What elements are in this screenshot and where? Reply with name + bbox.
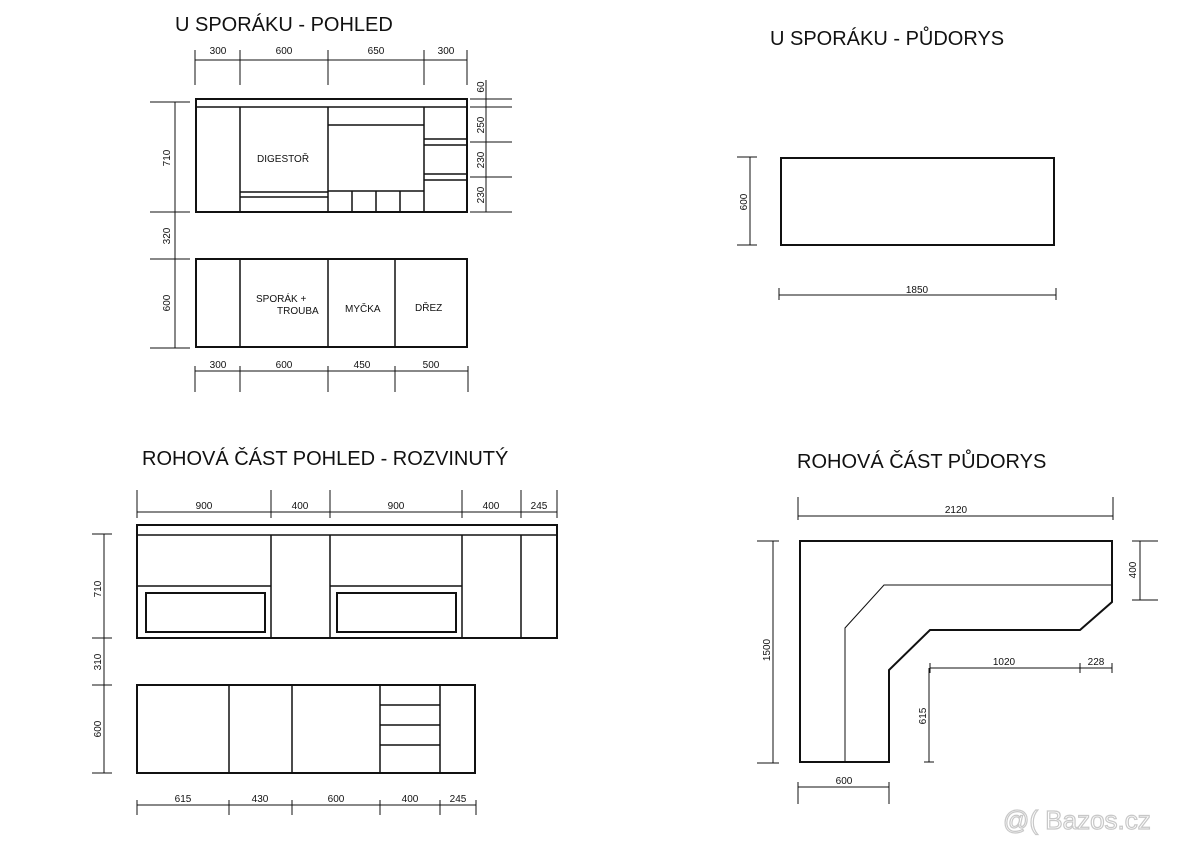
dim-label: 430: [252, 794, 269, 805]
dim-label: 600: [836, 776, 853, 787]
corner-view-base-cabinets: [136, 684, 476, 774]
dim-label: 310: [93, 653, 104, 670]
dim-label: 228: [1088, 657, 1105, 668]
stove-view-top-dimension: 300 600 650 300: [194, 46, 468, 85]
stove-view-bottom-dimension: 300 600 450 500: [194, 360, 469, 392]
title-stove-view: U SPORÁKU - POHLED: [175, 13, 393, 36]
label-sink: DŘEZ: [415, 301, 442, 314]
dim-label: 230: [476, 151, 487, 168]
corner-view-upper-cabinets: [136, 524, 558, 639]
dim-label: 600: [93, 720, 104, 737]
corner-cabinet-line: [844, 584, 1112, 762]
dim-label: 615: [175, 794, 192, 805]
corner-plan-diagram: 2120 400 1500 1020 228 615 600: [757, 497, 1158, 804]
label-dishwasher: MYČKA: [345, 302, 381, 315]
dim-label: 245: [450, 794, 467, 805]
dim-label: 600: [276, 360, 293, 371]
dim-label: 400: [292, 501, 309, 512]
corner-view-left-dimension: 710 310 600: [92, 533, 112, 774]
dim-label: 900: [196, 501, 213, 512]
countertop-outline: [780, 157, 1055, 246]
dim-label: 230: [476, 186, 487, 203]
stove-view-upper-cabinets: DIGESTOŘ: [195, 98, 468, 213]
dim-label: 245: [531, 501, 548, 512]
stove-view-left-dimension: 710 320 600: [150, 101, 190, 349]
dim-label: 400: [402, 794, 419, 805]
dim-label: 710: [93, 580, 104, 597]
dim-label: 60: [476, 81, 487, 93]
dim-label: 600: [328, 794, 345, 805]
dim-label: 300: [438, 46, 455, 57]
title-corner-view: ROHOVÁ ČÁST POHLED - ROZVINUTÝ: [142, 447, 508, 470]
corner-countertop-outline: [799, 540, 1113, 763]
dim-label: 450: [354, 360, 371, 371]
corner-view-diagram: 900 400 900 400 245 710 310: [92, 490, 558, 815]
corner-view-top-dimension: 900 400 900 400 245: [136, 490, 558, 518]
dim-label: 600: [739, 193, 750, 210]
dim-label: 300: [210, 46, 227, 57]
dim-label: 1020: [993, 657, 1016, 668]
dim-label: 400: [483, 501, 500, 512]
title-stove-plan: U SPORÁKU - PŮDORYS: [770, 26, 1004, 50]
label-stove: SPORÁK +: [256, 292, 306, 305]
label-oven: TROUBA: [277, 306, 319, 317]
dim-label: 710: [162, 149, 173, 166]
stove-view-base-cabinets: SPORÁK + TROUBA MYČKA DŘEZ: [195, 258, 468, 348]
dim-label: 250: [476, 116, 487, 133]
dim-label: 600: [276, 46, 293, 57]
dim-label: 900: [388, 501, 405, 512]
watermark-logo: @( Bazos.cz: [1003, 805, 1151, 835]
dim-label: 300: [210, 360, 227, 371]
dim-label: 600: [162, 294, 173, 311]
stove-plan-diagram: 600 1850: [737, 156, 1057, 300]
dim-label: 615: [918, 707, 929, 724]
dim-label: 400: [1128, 561, 1139, 578]
dim-label: 500: [423, 360, 440, 371]
title-corner-plan: ROHOVÁ ČÁST PŮDORYS: [797, 449, 1046, 473]
dim-label: 320: [162, 227, 173, 244]
corner-view-bottom-dimension: 615 430 600 400 245: [136, 794, 477, 815]
dim-label: 650: [368, 46, 385, 57]
dim-label: 2120: [945, 505, 968, 516]
label-hood: DIGESTOŘ: [257, 152, 309, 165]
stove-view-right-dimension: 60 250 230 230: [470, 80, 512, 213]
dim-label: 1500: [762, 638, 773, 661]
stove-view-diagram: 300 600 650 300 DIGESTOŘ: [150, 46, 512, 392]
dim-label: 1850: [906, 285, 929, 296]
